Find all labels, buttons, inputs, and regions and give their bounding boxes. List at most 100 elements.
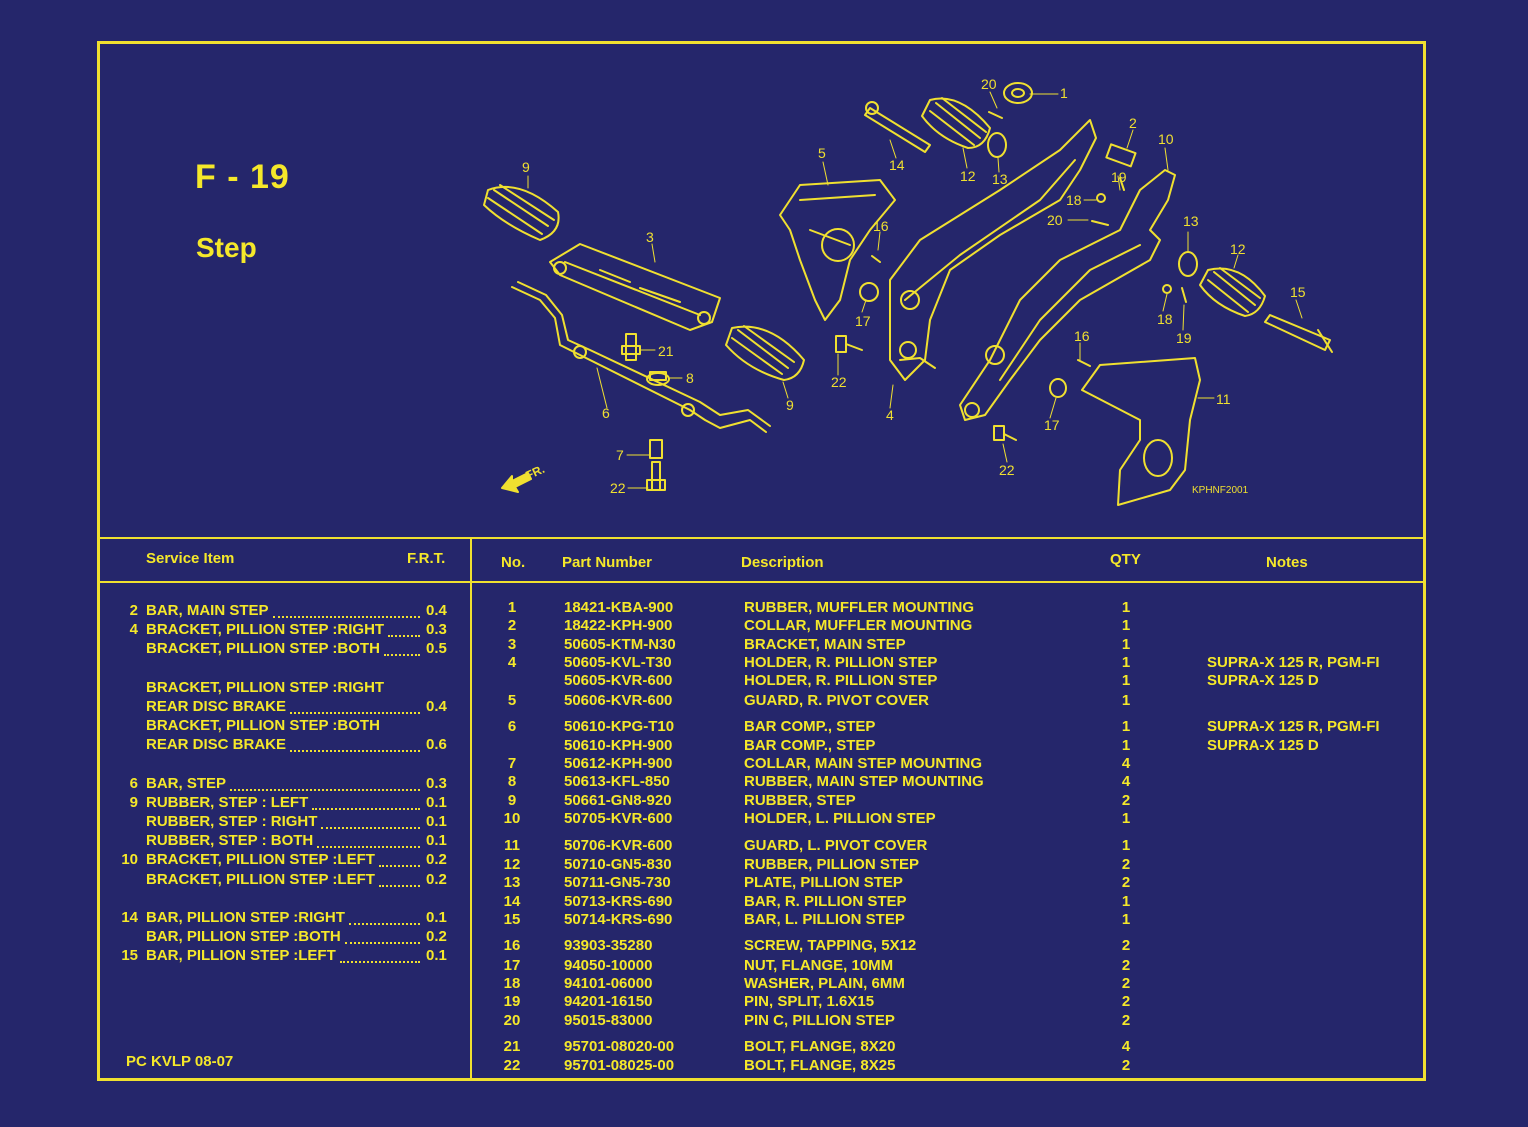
part-description: BRACKET, MAIN STEP [744,636,906,653]
callout: 12 [960,168,976,184]
service-item-row: BRACKET, PILLION STEP :BOTH 0.5 [98,640,458,658]
service-item-text: BAR, PILLION STEP :RIGHT [146,909,345,926]
service-item-text: RUBBER, STEP : RIGHT [146,813,318,830]
service-item-frt: 0.5 [426,640,447,657]
step-bar-6 [511,281,771,433]
part-qty: 1 [1121,911,1131,928]
part-no: 7 [507,755,517,772]
guard-r-pivot-cover-5 [779,179,896,321]
service-item-frt: 0.2 [426,871,447,888]
service-item-text: REAR DISC BRAKE [146,736,287,753]
service-item-frt: 0.4 [426,698,447,715]
callout: 4 [886,407,894,423]
service-item-text: BAR, MAIN STEP [146,602,269,619]
service-item-frt: 0.1 [426,909,447,926]
service-item-frt: 0.2 [426,851,447,868]
part-description: BAR COMP., STEP [744,718,876,735]
diagram-divider [97,537,1426,539]
callout: 22 [999,462,1015,478]
table-column-divider [470,537,472,1081]
callout: 20 [981,76,997,92]
part-description: BAR, R. PILLION STEP [744,893,907,910]
part-description: RUBBER, STEP [744,792,856,809]
part-qty: 1 [1121,636,1131,653]
parts-number-header: Part Number [562,554,653,571]
part-description: BOLT, FLANGE, 8X20 [744,1038,896,1055]
part-qty: 2 [1121,1012,1131,1029]
service-item-text: BRACKET, PILLION STEP :LEFT [146,851,375,868]
callout: 10 [1158,131,1174,147]
service-item-row: BRACKET, PILLION STEP :LEFT 0.2 [98,871,458,889]
callout: 9 [522,159,530,175]
callout: 13 [992,171,1008,187]
part-no: 10 [503,810,521,827]
table-header-divider [97,581,1426,583]
service-item-row: BRACKET, PILLION STEP :BOTH [98,717,458,735]
callout: 19 [1176,330,1192,346]
service-item-frt: 0.1 [426,794,447,811]
service-item-text: BAR, PILLION STEP :BOTH [146,928,341,945]
part-no: 19 [503,993,521,1010]
part-description: RUBBER, PILLION STEP [744,856,920,873]
service-item-text: REAR DISC BRAKE [146,698,287,715]
callout: 19 [1111,169,1127,185]
part-number: 50605-KVR-600 [564,672,673,689]
service-item-number: 14 [121,909,138,926]
part-no: 4 [507,654,517,671]
part-number: 94050-10000 [564,957,653,974]
leader-dots [379,885,420,887]
leader-dots [290,712,420,714]
callout: 22 [831,374,847,390]
holder-r-pillion-step-4 [889,119,1097,381]
footpeg-rubber-9-right [725,325,805,381]
part-qty: 2 [1121,975,1131,992]
service-item-text: BAR, STEP [146,775,227,792]
diagram-ref: KPHNF2001 [1192,485,1249,496]
part-description: WASHER, PLAIN, 6MM [744,975,905,992]
leader-dots [349,923,420,925]
part-notes: SUPRA-X 125 R, PGM-FI [1207,718,1380,735]
part-qty: 1 [1121,737,1131,754]
leader-dots [317,846,420,848]
part-number: 50711-GN5-730 [564,874,671,891]
part-number: 18421-KBA-900 [564,599,674,616]
part-qty: 2 [1121,1057,1131,1074]
service-item-row: 10 BRACKET, PILLION STEP :LEFT 0.2 [98,851,458,869]
service-item-number: 4 [129,621,138,638]
part-description: PIN C, PILLION STEP [744,1012,895,1029]
part-qty: 1 [1121,837,1131,854]
exploded-parts-diagram: 1 2 3 4 5 6 7 8 9 9 10 11 12 12 13 13 14… [483,76,1333,506]
part-qty: 2 [1121,856,1131,873]
leader-dots [290,750,420,752]
callout: 15 [1290,284,1306,300]
service-item-text: BRACKET, PILLION STEP :BOTH [146,717,380,734]
leader-dots [345,942,420,944]
callout: 13 [1183,213,1199,229]
part-no: 13 [503,874,521,891]
collar-7-bolt-22 [646,439,666,491]
service-item-text: BAR, PILLION STEP :LEFT [146,947,336,964]
part-description: SCREW, TAPPING, 5X12 [744,937,917,954]
service-item-text: RUBBER, STEP : BOTH [146,832,314,849]
callout: 12 [1230,241,1246,257]
callout: 18 [1157,311,1173,327]
service-item-text: RUBBER, STEP : LEFT [146,794,309,811]
part-description: RUBBER, MUFFLER MOUNTING [744,599,974,616]
holder-l-pillion-step-10 [959,169,1176,421]
service-item-number: 10 [121,851,138,868]
part-no: 9 [507,792,517,809]
pillion-rubber-12-right [921,97,991,149]
part-description: BAR, L. PILLION STEP [744,911,905,928]
part-number: 50706-KVR-600 [564,837,673,854]
page-frame [97,41,1426,1081]
service-item-text: BRACKET, PILLION STEP :LEFT [146,871,375,888]
pillion-step-bar-14 [864,101,931,153]
part-description: BOLT, FLANGE, 8X25 [744,1057,896,1074]
service-item-text: BRACKET, PILLION STEP :BOTH [146,640,380,657]
leader-dots [379,865,420,867]
part-description: GUARD, R. PIVOT COVER [744,692,930,709]
callout: 9 [786,397,794,413]
